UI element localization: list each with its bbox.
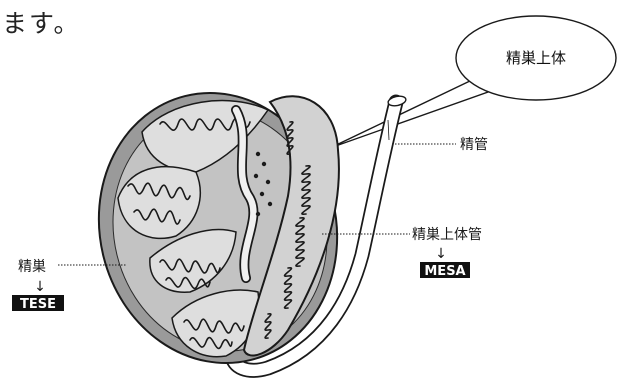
label-vas-deferens: 精管: [392, 137, 488, 153]
label-epididymal-duct: 精巣上体管 ↓ MESA: [322, 227, 482, 279]
callout-label: 精巣上体: [506, 49, 566, 67]
down-arrow-icon: ↓: [435, 246, 447, 262]
testis-label: 精巣: [18, 259, 46, 275]
tese-label: TESE: [20, 297, 56, 312]
epididymal-duct-label: 精巣上体管: [412, 227, 482, 243]
mesa-label: MESA: [424, 264, 465, 279]
down-arrow-icon: ↓: [34, 279, 46, 295]
epididymis-callout: 精巣上体: [330, 16, 616, 148]
vas-deferens-label: 精管: [460, 137, 488, 153]
